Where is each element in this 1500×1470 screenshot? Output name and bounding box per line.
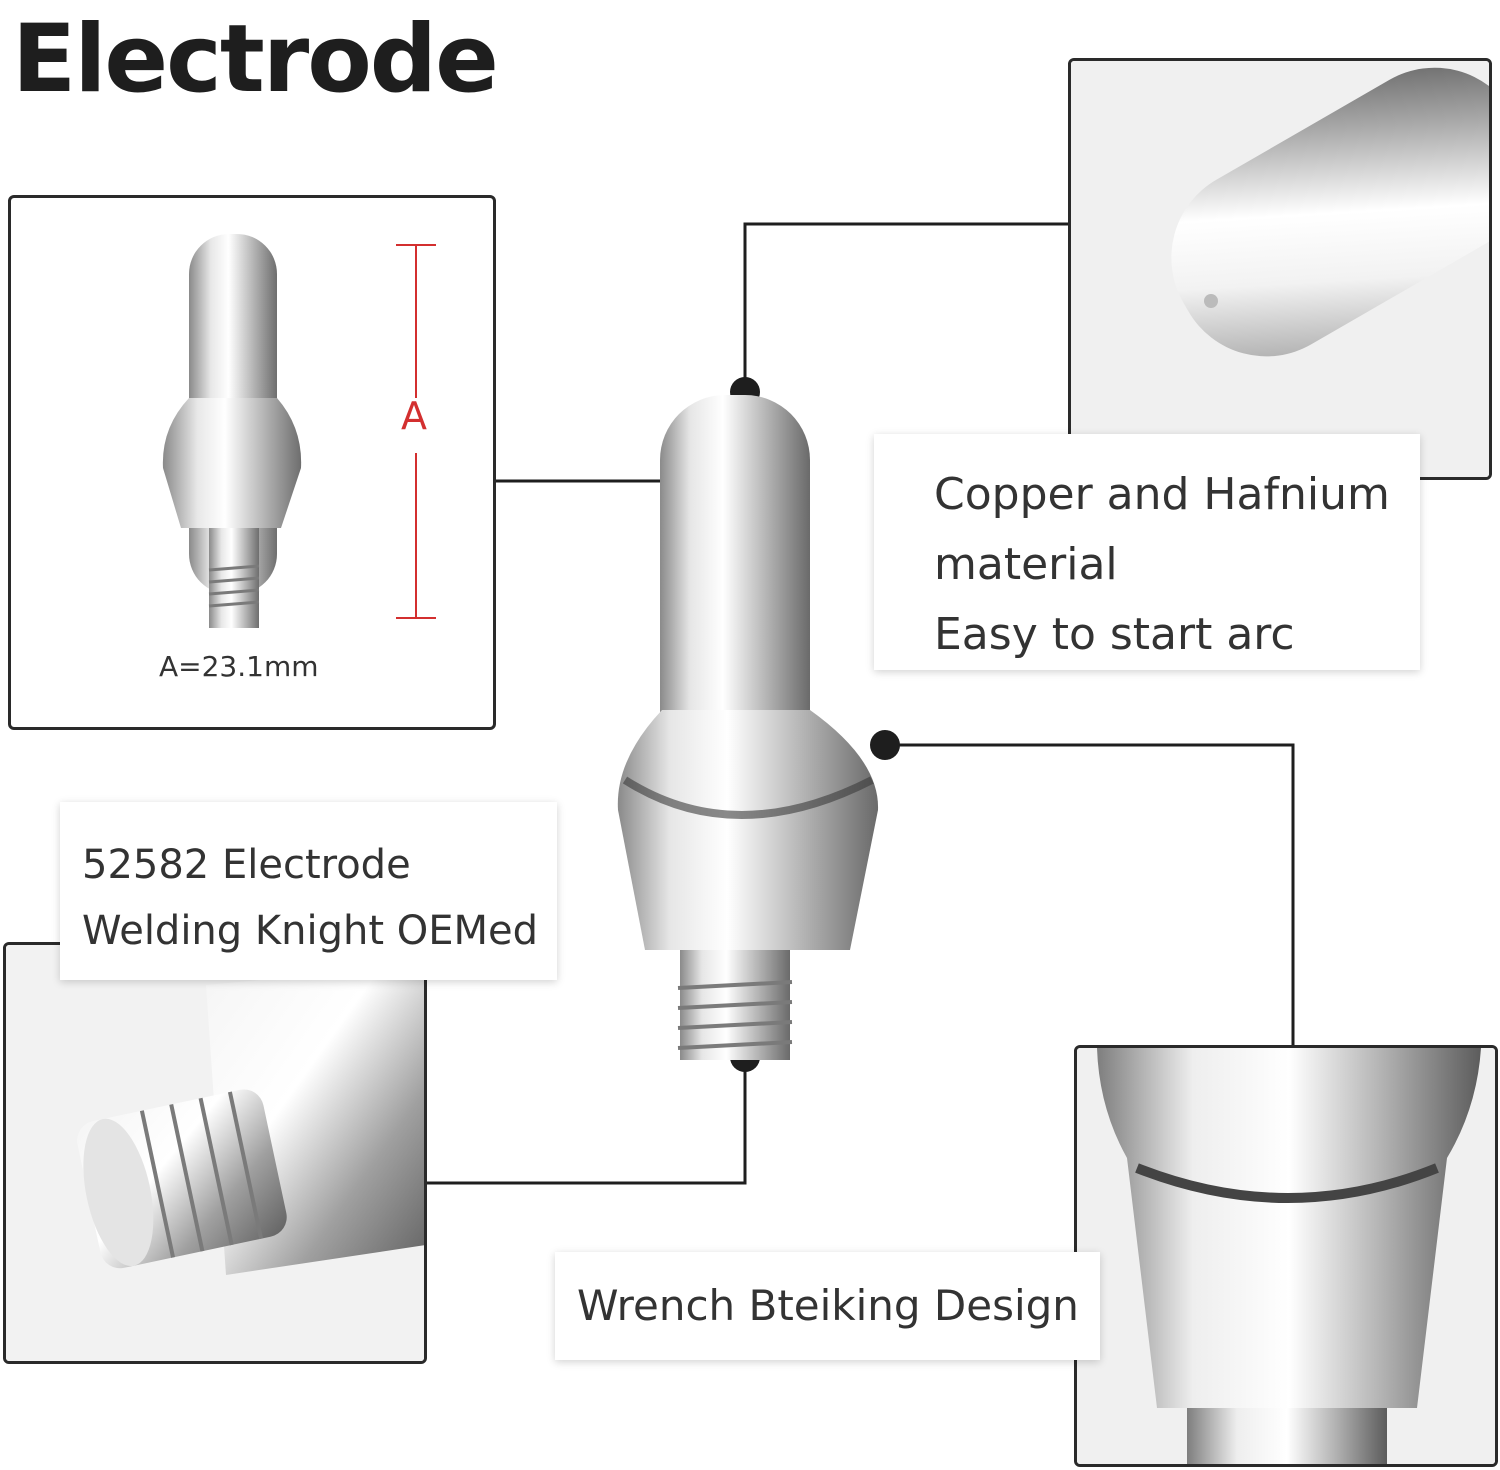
small-electrode-image bbox=[162, 234, 436, 628]
dimension-caption: A=23.1mm bbox=[159, 650, 319, 683]
page-title: Electrode bbox=[12, 5, 499, 114]
dimension-panel: A A=23.1mm bbox=[8, 195, 496, 730]
material-callout: Copper and Hafnium material Easy to star… bbox=[874, 434, 1420, 670]
collar-detail-panel bbox=[1074, 1045, 1498, 1467]
tip-closeup-image bbox=[1071, 61, 1489, 477]
collar-closeup-image bbox=[1077, 1048, 1495, 1464]
tip-detail-panel bbox=[1068, 58, 1492, 480]
main-electrode-image bbox=[617, 395, 879, 1060]
thread-detail-panel bbox=[3, 942, 427, 1364]
material-callout-line-3: Easy to start arc bbox=[934, 609, 1295, 660]
model-callout: 52582 Electrode Welding Knight OEMed bbox=[60, 802, 557, 980]
material-callout-line-1: Copper and Hafnium bbox=[934, 469, 1390, 520]
model-callout-line-2: Welding Knight OEMed bbox=[82, 908, 538, 954]
model-callout-line-1: 52582 Electrode bbox=[82, 842, 411, 888]
dimension-letter: A bbox=[401, 394, 427, 438]
design-callout-line-1: Wrench Bteiking Design bbox=[577, 1281, 1079, 1330]
design-callout: Wrench Bteiking Design bbox=[555, 1252, 1100, 1360]
thread-closeup-image bbox=[6, 945, 424, 1361]
material-callout-line-2: material bbox=[934, 539, 1118, 590]
